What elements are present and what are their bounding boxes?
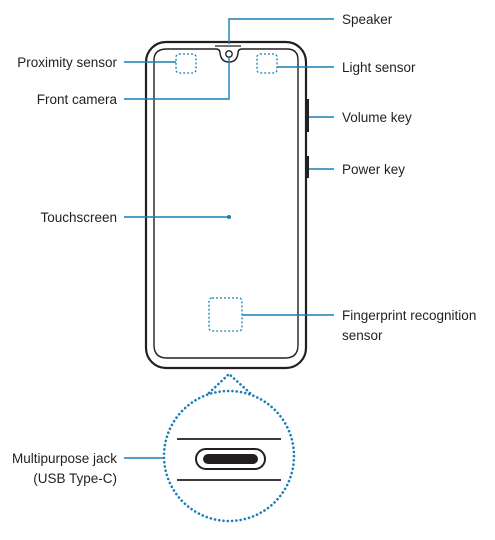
fingerprint-label-line1: Fingerprint recognition xyxy=(342,308,476,323)
front-camera xyxy=(225,50,233,58)
proximity-sensor-area xyxy=(175,53,197,74)
front-camera-callout-line xyxy=(124,57,230,100)
light-sensor-label: Light sensor xyxy=(342,60,416,75)
touchscreen-label: Touchscreen xyxy=(40,210,117,225)
zoom-pointer xyxy=(207,372,252,395)
power-key-label: Power key xyxy=(342,162,405,177)
usb-c-port-inner xyxy=(203,454,258,464)
power-key xyxy=(306,156,309,178)
speaker-label: Speaker xyxy=(342,12,393,27)
multipurpose-label-line1: Multipurpose jack xyxy=(12,451,117,466)
usb-zoom-callout xyxy=(162,372,296,523)
fingerprint-label-line2: sensor xyxy=(342,328,383,343)
speaker-callout-line xyxy=(228,18,334,44)
callout-lines xyxy=(124,18,334,459)
phone-body xyxy=(144,40,309,370)
phone-outer-frame xyxy=(144,40,308,370)
multipurpose-label-line2: (USB Type-C) xyxy=(33,471,117,486)
volume-key xyxy=(306,99,309,132)
volume-key-label: Volume key xyxy=(342,110,412,125)
labels: Speaker Proximity sensor Light sensor Fr… xyxy=(12,12,476,486)
front-camera-label: Front camera xyxy=(37,92,118,107)
touchscreen-outline xyxy=(153,48,299,359)
light-sensor-area xyxy=(256,53,278,74)
proximity-sensor-label: Proximity sensor xyxy=(17,55,117,70)
